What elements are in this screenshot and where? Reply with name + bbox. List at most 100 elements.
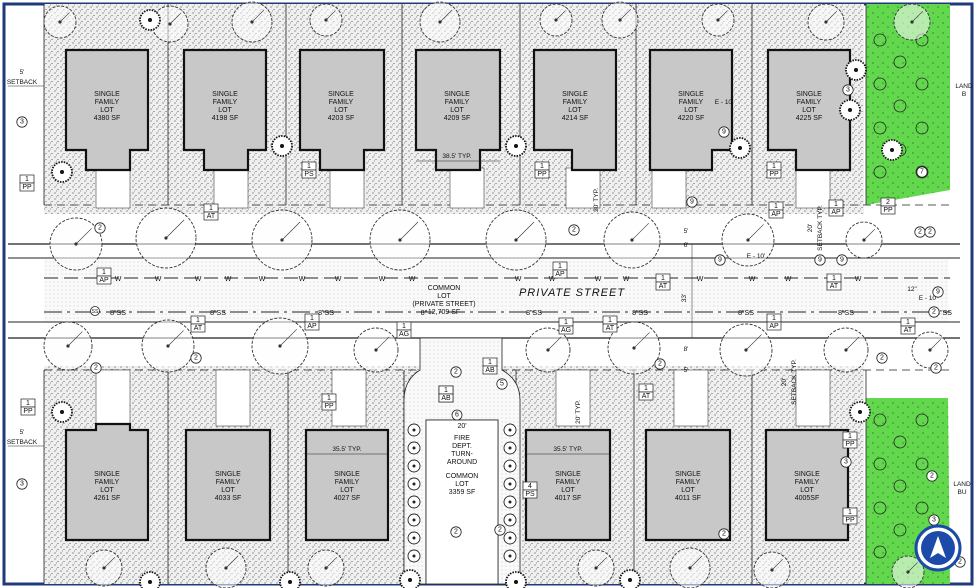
plant-tag-code: PP: [324, 403, 334, 410]
lot-bottom-2: SINGLE FAMILY LOT 4033 SF: [184, 428, 272, 542]
callout-bubble: 2: [876, 352, 888, 364]
plant-tag-code: AP: [555, 271, 565, 278]
callout-bubble: 2: [450, 526, 462, 538]
svg-text:LOT: LOT: [681, 487, 695, 494]
water-line-label: W: [749, 276, 756, 283]
svg-text:4005SF: 4005SF: [795, 495, 820, 502]
plant-tag-count: 1: [327, 395, 331, 402]
callout-bubble: 9: [714, 254, 726, 266]
water-line-label: W: [335, 276, 342, 283]
plant-tag: 1AB: [482, 357, 498, 375]
svg-text:SINGLE: SINGLE: [212, 91, 238, 98]
lot-bottom-6: SINGLE FAMILY LOT 4005SF: [764, 428, 850, 542]
shrub-icon: [407, 459, 421, 473]
svg-text:4261 SF: 4261 SF: [94, 495, 120, 502]
plant-tag-code: AT: [659, 283, 668, 290]
plant-tag: 1AP: [304, 313, 320, 331]
tree-icon: [807, 3, 845, 41]
shrub-icon: [873, 413, 887, 427]
shrub-icon: [893, 479, 907, 493]
callout-bubble: 3: [842, 84, 854, 96]
north-arrow-icon: [914, 524, 962, 572]
plant-tag: 1PP: [766, 161, 782, 179]
callout-number: 7: [920, 169, 924, 176]
shrub-icon: [873, 545, 887, 559]
plant-tag-code: PP: [537, 171, 547, 178]
shrub-icon: [915, 77, 929, 91]
callout-number: 9: [840, 257, 844, 264]
plant-tag: 1AP: [552, 261, 568, 279]
lot-bottom-1: SINGLE FAMILY LOT 4261 SF: [64, 422, 150, 542]
shrub-icon: [51, 161, 73, 183]
water-line-label: W: [115, 276, 122, 283]
plant-tag: 1AT: [203, 203, 219, 221]
shrub-icon: [503, 531, 517, 545]
houses-bottom: SINGLE FAMILY LOT 4261 SF SINGLE FAMILY …: [64, 422, 850, 542]
shrub-icon: [915, 501, 929, 515]
plant-tag-code: PS: [304, 171, 314, 178]
plant-tag-count: 1: [209, 205, 213, 212]
svg-text:SETBACK TYP.: SETBACK TYP.: [791, 359, 798, 405]
plant-tag: 1AT: [900, 317, 916, 335]
street-pavement: [44, 258, 949, 322]
callout-number: 2: [498, 527, 502, 534]
svg-text:8': 8': [684, 346, 689, 353]
svg-text:SINGLE: SINGLE: [555, 471, 581, 478]
callout-bubble: 2: [568, 224, 580, 236]
svg-text:20': 20': [807, 224, 814, 232]
water-line-label: W: [623, 276, 630, 283]
svg-text:B: B: [962, 91, 966, 98]
common-lot-street-label: COMMON LOT (PRIVATE STREET) 12,709 SF: [412, 285, 475, 316]
tree-icon: [719, 323, 773, 377]
plant-tag: 1PP: [842, 431, 858, 449]
plant-tag: 1PP: [842, 507, 858, 525]
sewer-line-label: 8"SS: [738, 310, 754, 317]
water-line-label: W: [595, 276, 602, 283]
svg-text:12": 12": [907, 286, 917, 293]
sewer-line-label: 8"SS: [110, 310, 126, 317]
shrub-icon: [873, 77, 887, 91]
svg-text:COMMON: COMMON: [446, 473, 479, 480]
shrub-icon: [915, 121, 929, 135]
shrub-icon: [279, 571, 301, 588]
callout-bubble: 2: [718, 528, 730, 540]
plant-tag-code: AT: [207, 213, 216, 220]
tree-icon: [353, 327, 399, 373]
callout-bubble: 9: [836, 254, 848, 266]
shrub-icon: [505, 135, 527, 157]
svg-text:12,709 SF: 12,709 SF: [428, 309, 460, 316]
tree-icon: [151, 5, 189, 43]
shrub-icon: [915, 457, 929, 471]
svg-text:FAMILY: FAMILY: [335, 479, 360, 486]
tree-icon: [893, 3, 931, 41]
lot-top-7: SINGLE FAMILY LOT 4225 SF: [766, 48, 852, 172]
callout-number: 2: [98, 225, 102, 232]
svg-text:5': 5': [20, 69, 25, 76]
shrub-rows: [407, 33, 929, 563]
plant-tag-code: AB: [485, 367, 495, 374]
fire-turnaround: FIRE DEPT. TURN- AROUND COMMON LOT 3359 …: [403, 337, 521, 585]
callout-number: 2: [928, 229, 932, 236]
callout-number: 9: [936, 289, 940, 296]
shrub-icon: [503, 459, 517, 473]
plant-tag-code: PP: [22, 184, 32, 191]
callout-bubble: 2: [926, 470, 938, 482]
sewer-line-label: 8"SS: [838, 310, 854, 317]
plant-tag: 1PS: [301, 161, 317, 179]
water-line-label: W: [225, 276, 232, 283]
svg-text:TURN-: TURN-: [451, 451, 473, 458]
shrub-icon: [915, 165, 929, 179]
tree-icon: [823, 327, 869, 373]
svg-text:LAND: LAND: [953, 481, 971, 488]
plant-tag: 1AP: [768, 201, 784, 219]
callout-bubble: 7: [916, 166, 928, 178]
water-line-label: W: [299, 276, 306, 283]
svg-text:SINGLE: SINGLE: [328, 91, 354, 98]
svg-text:DEPT.: DEPT.: [452, 443, 472, 450]
svg-text:(PRIVATE STREET): (PRIVATE STREET): [412, 301, 475, 308]
callout-number: 2: [934, 365, 938, 372]
svg-text:FAMILY: FAMILY: [95, 479, 120, 486]
svg-text:SINGLE: SINGLE: [215, 471, 241, 478]
svg-text:20' TYP.: 20' TYP.: [575, 400, 582, 424]
svg-text:5': 5': [684, 228, 689, 235]
